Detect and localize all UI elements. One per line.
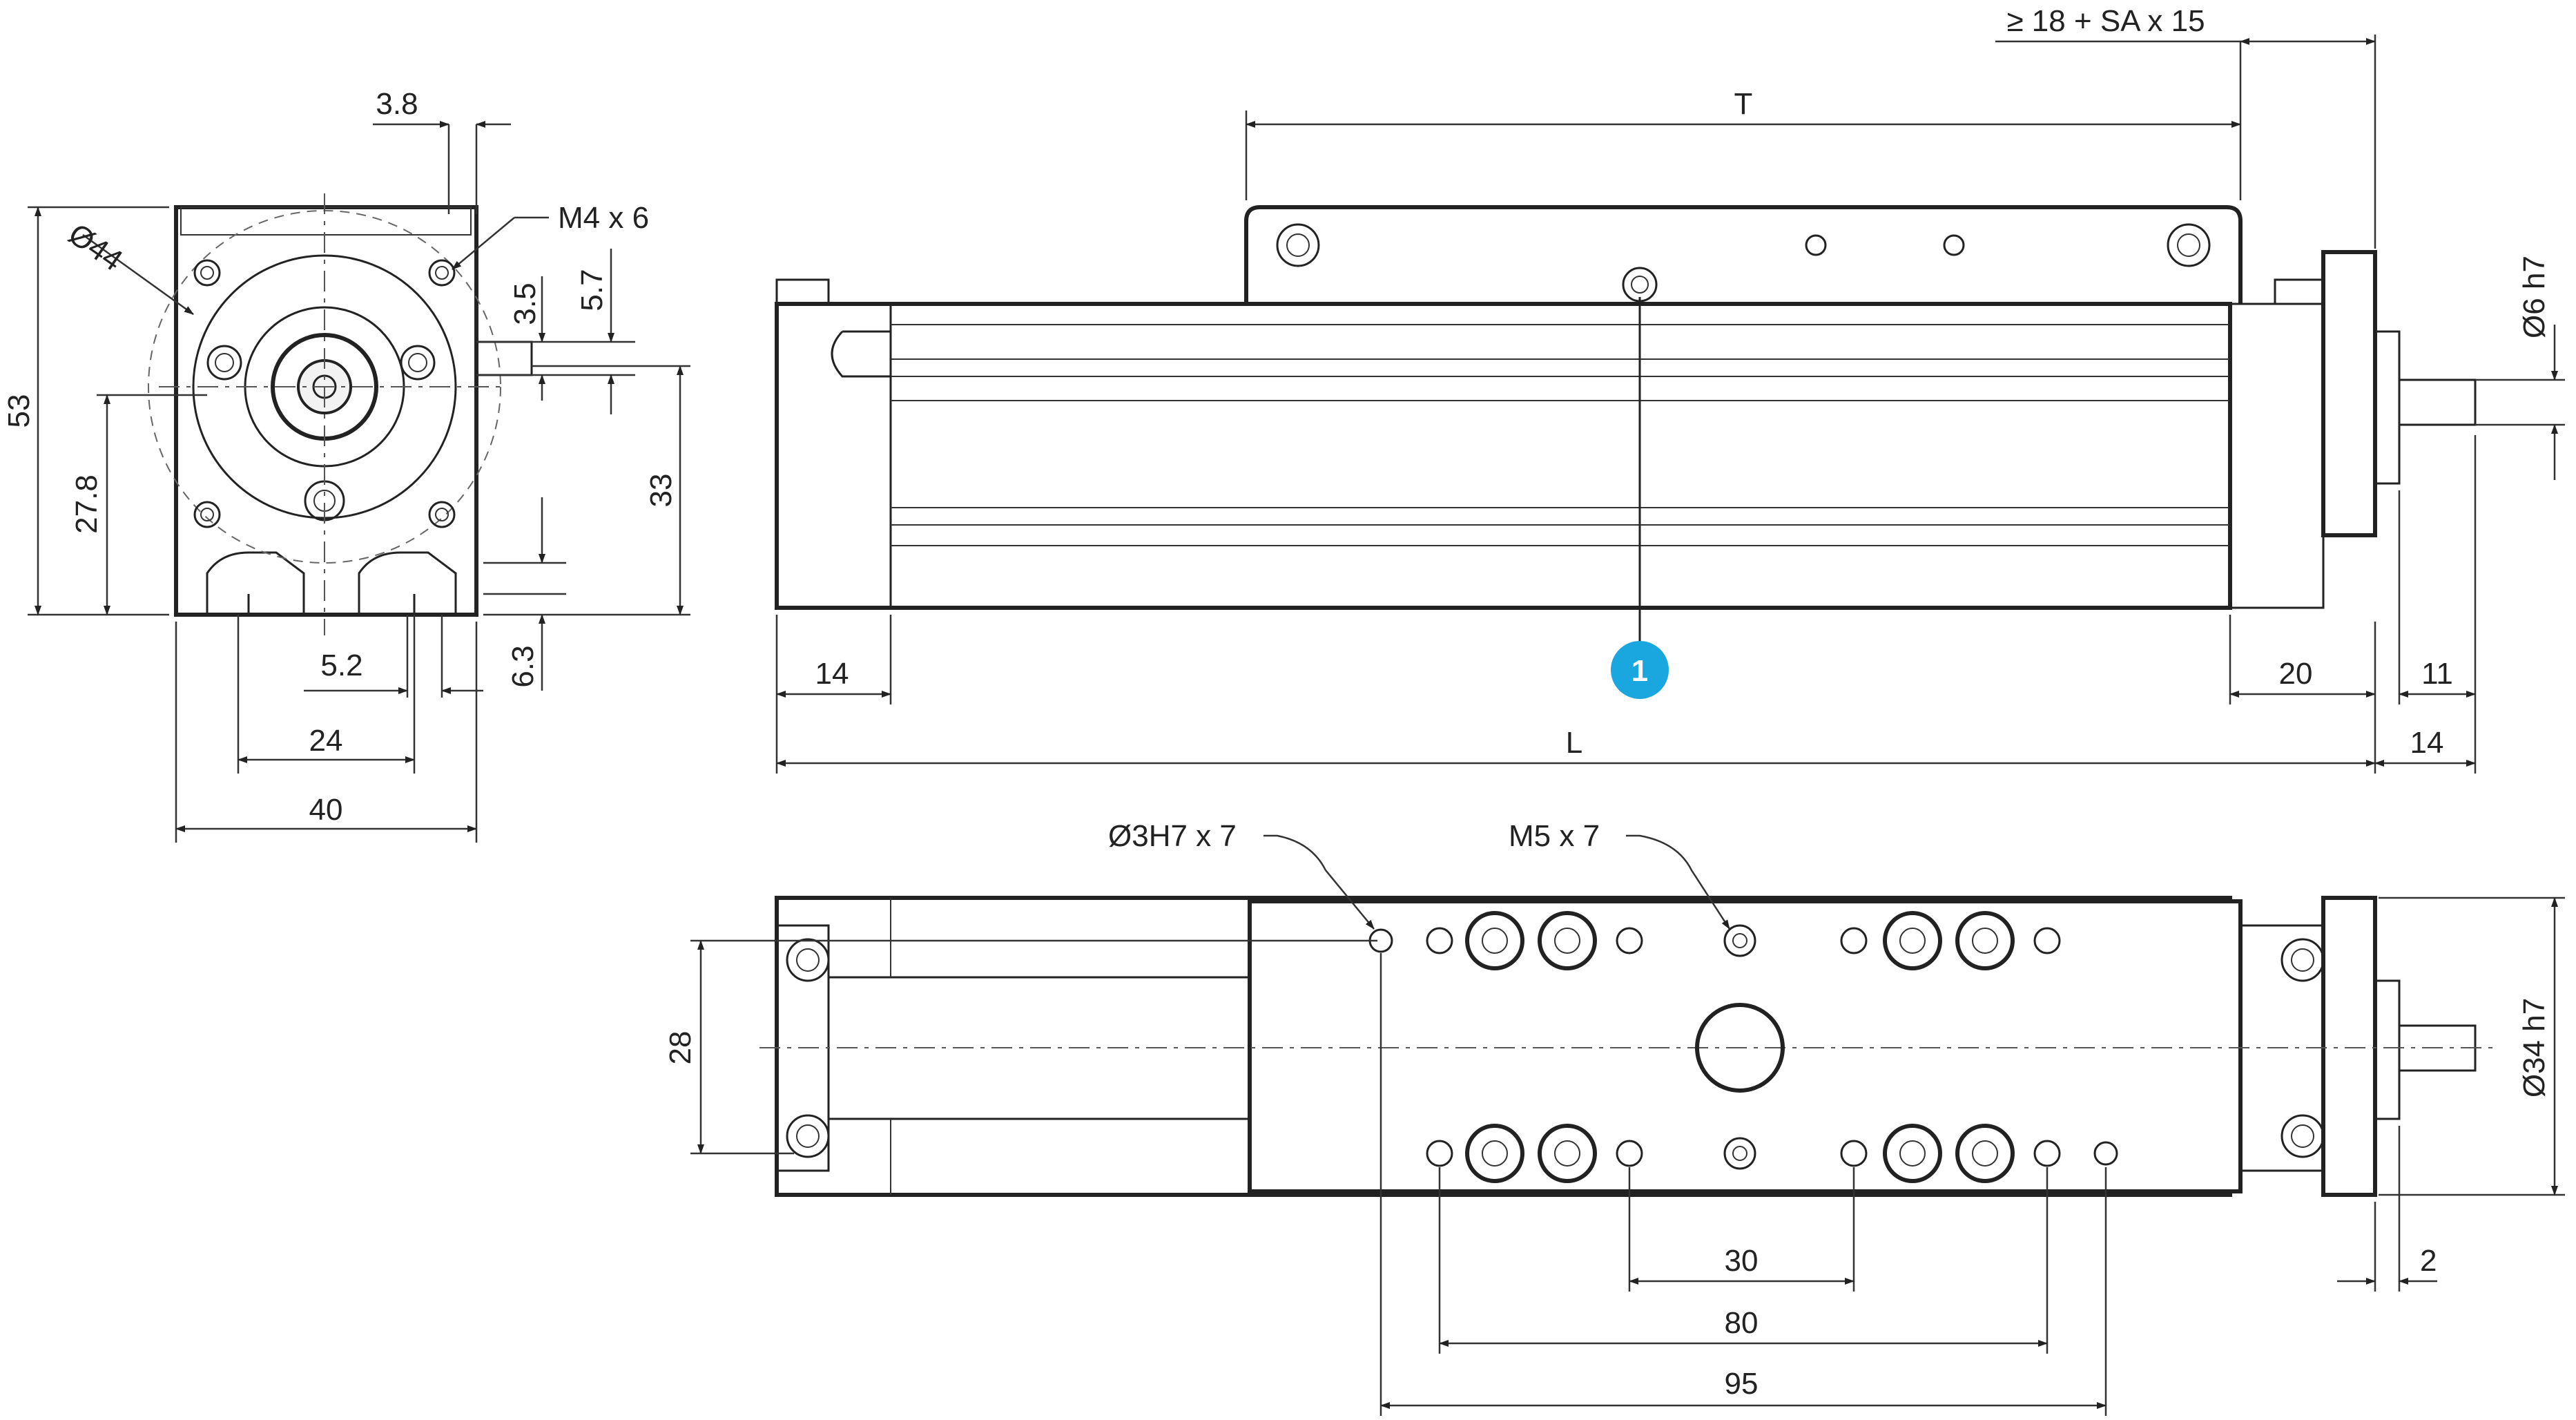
dim-2: 2 — [2420, 1244, 2437, 1278]
dim-3-5: 3.5 — [508, 282, 542, 325]
dim-53: 53 — [2, 394, 36, 428]
dim-stroke: ≥ 18 + SA x 15 — [2006, 4, 2205, 38]
dim-80: 80 — [1725, 1306, 1759, 1340]
thread-m5x7-label: M5 x 7 — [1509, 819, 1600, 853]
central-bore — [1695, 1003, 1785, 1093]
dim-24: 24 — [309, 724, 343, 758]
dim-40: 40 — [309, 793, 343, 827]
dim-30: 30 — [1725, 1244, 1759, 1278]
dim-95: 95 — [1725, 1367, 1759, 1401]
dim-3-8: 3.8 — [376, 87, 418, 121]
dim-flange-diameter: Ø34 h7 — [2517, 998, 2551, 1097]
dim-travel-t: T — [1734, 87, 1753, 121]
top-carriage — [1248, 899, 2243, 1193]
dim-shaft-11: 11 — [2421, 657, 2453, 691]
motor-flange — [2321, 250, 2377, 537]
dim-5-2: 5.2 — [320, 649, 362, 682]
top-view: Ø3H7 x 7 M5 x 7 28 30 80 95 Ø34 h7 2 — [664, 819, 2565, 1416]
dim-28: 28 — [664, 1031, 697, 1065]
dim-5-7: 5.7 — [575, 269, 609, 311]
dim-right-end-20: 20 — [2279, 657, 2313, 691]
carriage — [1244, 205, 2243, 304]
thread-m4x6: M4 x 6 — [558, 201, 649, 235]
dim-27-8: 27.8 — [70, 474, 104, 534]
t-slot-left — [206, 551, 305, 615]
callout-badge — [1611, 641, 1669, 699]
dim-shaft-diameter: Ø6 h7 — [2517, 256, 2551, 338]
carriage-holes — [1368, 911, 2118, 1183]
dim-33: 33 — [644, 474, 678, 508]
pin-hole-label: Ø3H7 x 7 — [1108, 819, 1237, 853]
mounting-holes — [193, 259, 456, 528]
t-slot-right — [358, 551, 457, 615]
dim-shaft-14: 14 — [2410, 726, 2444, 760]
base-profile — [775, 302, 2232, 610]
dim-diameter-44: Ø44 — [62, 217, 128, 278]
dim-6-3: 6.3 — [506, 645, 540, 687]
dim-left-end-14: 14 — [815, 657, 849, 691]
end-view: 40 24 5.2 53 27.8 Ø44 3.8 M4 x 6 3.5 — [2, 87, 690, 843]
corner-bolts — [786, 938, 2325, 1158]
side-view: 1 T ≥ 18 + SA x 15 14 20 11 L 14 Ø6 h7 — [775, 4, 2565, 774]
drive-shaft — [2398, 378, 2477, 426]
dim-length-l: L — [1566, 726, 1582, 760]
callout-number: 1 — [1631, 654, 1648, 688]
